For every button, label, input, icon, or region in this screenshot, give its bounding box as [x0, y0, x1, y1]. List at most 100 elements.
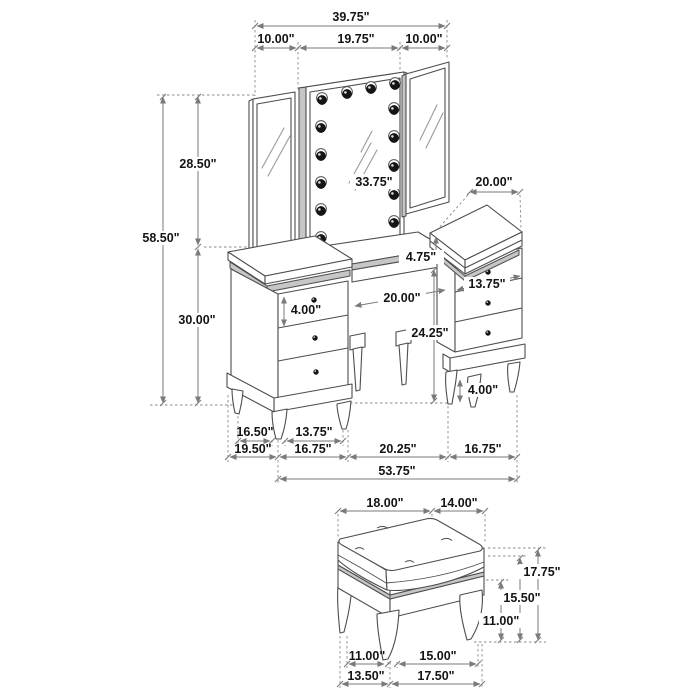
stool-cushion-front [385, 547, 485, 592]
left-pedestal-leg-front-left [271, 408, 288, 440]
dimension-ticks [159, 22, 524, 483]
dim-label-stool-base-width: 17.50" [417, 669, 454, 683]
dim-label-left-drawer-height: 4.00" [291, 303, 321, 317]
label-backing [176, 157, 220, 171]
left-mirror-panel [252, 91, 296, 255]
label-backing [175, 313, 219, 327]
stool-cushion-top [338, 517, 483, 572]
stool-cushion-piping [337, 554, 485, 584]
dim-label-center-span: 20.25" [379, 442, 416, 456]
right-mirror-panel [405, 61, 450, 215]
right-pedestal-top-front [464, 231, 523, 275]
vanity-back-legs [349, 328, 412, 392]
left-pedestal-top-front [264, 258, 353, 285]
stool-cushion-tufting [354, 525, 453, 563]
dim-label-side-mirror-height: 28.50" [179, 157, 216, 171]
stool-dimension-ticks [334, 507, 542, 688]
drawer-knob [311, 297, 317, 303]
label-backing [479, 613, 523, 628]
dim-label-left-pedestal-width: 16.75" [294, 442, 331, 456]
drawer-knob [313, 369, 319, 375]
dim-label-seat-width: 18.00" [366, 496, 403, 510]
left-pedestal [226, 235, 353, 440]
dim-label-overall-width: 39.75" [332, 10, 369, 24]
dim-label-seat-frame-height: 15.50" [503, 591, 540, 605]
back-leg-left [352, 346, 363, 392]
label-backing [519, 564, 565, 579]
back-plinth-left [349, 332, 366, 351]
dim-label-base-front-span: 13.75" [295, 425, 332, 439]
stool-leg-front-left [376, 609, 400, 661]
drawer-knob [312, 335, 318, 341]
dim-label-right-drawer-width: 13.75" [468, 277, 505, 291]
dim-label-knee-width: 20.00" [383, 291, 420, 305]
light-bulb-icon [388, 130, 400, 144]
dim-label-left-mirror-width: 10.00" [257, 32, 294, 46]
dim-label-leg-span-front: 15.00" [419, 649, 456, 663]
label-backing [350, 174, 398, 189]
dim-label-top-thickness: 4.75" [406, 250, 436, 264]
left-pedestal-drawer-dividers [277, 314, 349, 362]
vanity-extension-lines-bottom [227, 395, 518, 484]
stool-extension-lines [337, 514, 546, 688]
dim-label-knee-height: 24.25" [411, 326, 448, 340]
light-bulb-icon [388, 102, 400, 116]
light-bulb-icon [316, 92, 328, 106]
dim-label-center-mirror-height: 33.75" [355, 175, 392, 189]
dim-label-stool-leg-height: 11.00" [483, 614, 520, 628]
right-mirror-inner-frame [409, 67, 446, 209]
light-bulb-icon [341, 86, 353, 100]
left-pedestal-leg-back [231, 388, 244, 415]
light-bulb-icon [388, 215, 400, 229]
dim-label-front-width: 53.75" [378, 464, 415, 478]
light-bulb-icon [388, 187, 400, 201]
dim-label-leg-height: 4.00" [468, 383, 498, 397]
drawer-knob [485, 300, 491, 306]
light-bulb-icon [365, 81, 377, 95]
dim-label-top-depth: 20.00" [475, 175, 512, 189]
label-backing [464, 277, 510, 291]
label-backing [406, 325, 454, 340]
center-mirror [298, 71, 410, 261]
label-backing [500, 590, 545, 605]
dim-label-right-mirror-width: 10.00" [405, 32, 442, 46]
left-pedestal-leg-front-right [336, 400, 352, 430]
left-mirror-side-edge [248, 98, 254, 259]
light-bulb-icon [388, 159, 400, 173]
light-bulb-icon [315, 120, 327, 134]
right-mirror-glass-shine [419, 104, 444, 149]
dim-label-seat-depth: 14.00" [440, 496, 477, 510]
dim-label-right-pedestal-width: 16.75" [464, 442, 501, 456]
back-leg-right [398, 342, 409, 386]
stool-cushion-side [337, 541, 388, 591]
vanity-drawing: 39.75" 10.00" 19.75" 10.00" 28.50" 58.50… [139, 10, 526, 484]
right-mirror-side-edge [401, 73, 407, 218]
stool [337, 517, 485, 661]
label-backing [139, 231, 183, 245]
dim-label-side-depth: 19.50" [234, 442, 271, 456]
dim-label-leg-span-side: 11.00" [349, 649, 386, 663]
right-pedestal-leg-back [445, 369, 458, 405]
light-bulb-icon [315, 148, 327, 162]
dim-label-center-mirror-width: 19.75" [337, 32, 374, 46]
drawer-knob [485, 330, 491, 336]
dim-label-overall-height: 58.50" [142, 231, 179, 245]
right-pedestal-plinth-side [442, 353, 451, 373]
light-bulb-icon [315, 176, 327, 190]
left-mirror [248, 91, 296, 259]
light-bulb-icon [389, 77, 401, 91]
stool-leg-front-right [459, 589, 483, 641]
stool-dimension-labels: 18.00" 14.00" 17.75" 15.50" 11.00" 11.00… [347, 496, 565, 683]
left-mirror-glass-shine [261, 127, 291, 177]
label-backing [464, 383, 502, 397]
vanity-dimension-labels: 39.75" 10.00" 19.75" 10.00" 28.50" 58.50… [139, 10, 513, 478]
right-pedestal [429, 204, 526, 408]
label-backing [288, 303, 324, 317]
stool-dimensions [334, 507, 542, 688]
light-bulb-icon [315, 203, 327, 217]
dim-label-table-height: 30.00" [178, 313, 215, 327]
right-mirror [401, 61, 450, 218]
center-mirror-side-edge [298, 86, 307, 261]
